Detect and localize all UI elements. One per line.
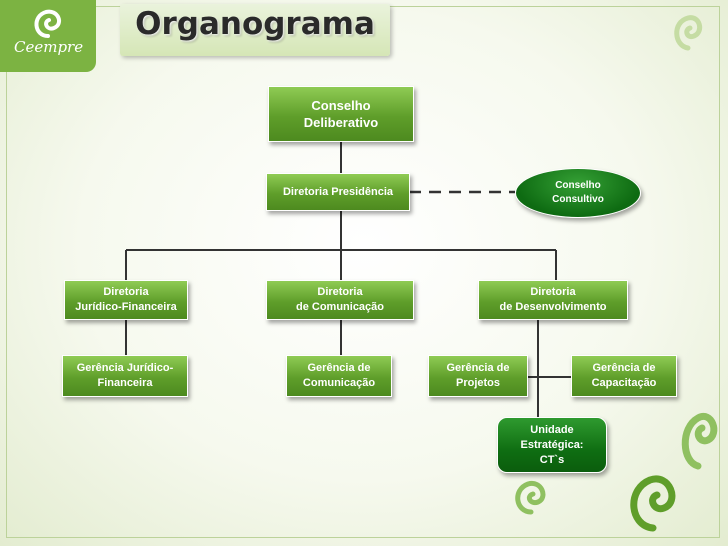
node-gerencia-juridico-financeira: Gerência Jurídico- Financeira (62, 355, 188, 397)
node-gerencia-projetos: Gerência de Projetos (428, 355, 528, 397)
node-conselho-consultivo: Conselho Consultivo (515, 168, 641, 218)
swirl-logo-icon (34, 9, 62, 38)
node-gerencia-comunicacao: Gerência de Comunicação (286, 355, 392, 397)
title-banner: Organograma (120, 4, 390, 56)
swirl-bottom-large-icon (630, 475, 676, 532)
logo-tab: Ceempre (0, 0, 96, 72)
swirl-top-right-icon (674, 15, 703, 51)
logo-text: Ceempre (14, 38, 84, 56)
page-title: Organograma (135, 6, 375, 42)
node-unidade-estrategica: Unidade Estratégica: CT`s (497, 417, 607, 473)
node-diretoria-desenvolvimento: Diretoria de Desenvolvimento (478, 280, 628, 320)
swirl-bottom-small-icon (515, 480, 546, 515)
node-diretoria-presidencia: Diretoria Presidência (266, 173, 410, 211)
node-gerencia-capacitacao: Gerência de Capacitação (571, 355, 677, 397)
node-conselho-deliberativo: Conselho Deliberativo (268, 86, 414, 142)
node-diretoria-comunicacao: Diretoria de Comunicação (266, 280, 414, 320)
node-diretoria-juridico-financeira: Diretoria Jurídico-Financeira (64, 280, 188, 320)
swirl-right-edge-icon (681, 412, 718, 470)
